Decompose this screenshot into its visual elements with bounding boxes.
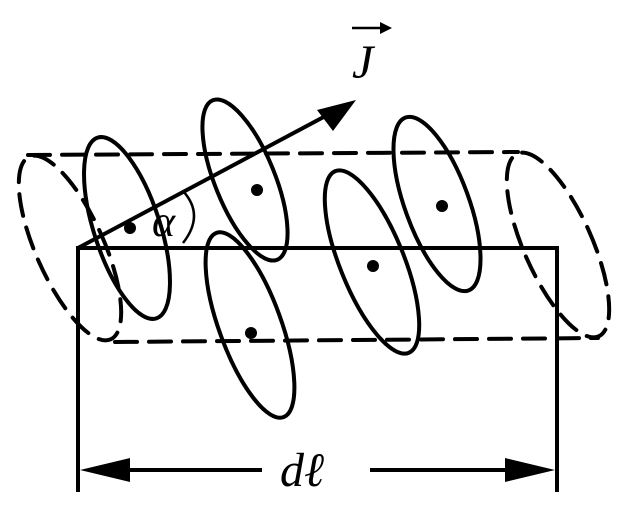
vector-label-text: J <box>352 36 376 89</box>
dimension-arrowhead-right <box>505 458 555 482</box>
dot-1 <box>124 222 136 234</box>
dimension-arrowhead-left <box>80 458 130 482</box>
vector-label: J <box>352 22 392 89</box>
loop-3 <box>203 230 297 420</box>
vector-label-arrowhead <box>380 22 392 34</box>
solid-frame <box>76 246 559 492</box>
loop-2 <box>200 97 290 263</box>
dot-4 <box>367 260 379 272</box>
particle-dots <box>124 184 448 339</box>
length-dimension: dℓ <box>80 444 555 497</box>
dot-3 <box>245 327 257 339</box>
arrow-shaft <box>77 110 334 250</box>
dot-2 <box>251 184 263 196</box>
volume-right-end <box>504 150 612 340</box>
dot-5 <box>436 200 448 212</box>
angle-label: α <box>152 197 176 246</box>
loop-5 <box>391 114 483 294</box>
angle-arc <box>182 190 196 244</box>
volume-top-edge <box>26 150 520 157</box>
current-density-arrow <box>77 100 356 250</box>
arrow-head <box>317 100 356 131</box>
loop-4 <box>322 168 422 356</box>
volume-bottom-edge <box>113 336 600 344</box>
particle-loops <box>82 97 483 420</box>
length-label: dℓ <box>280 444 324 497</box>
